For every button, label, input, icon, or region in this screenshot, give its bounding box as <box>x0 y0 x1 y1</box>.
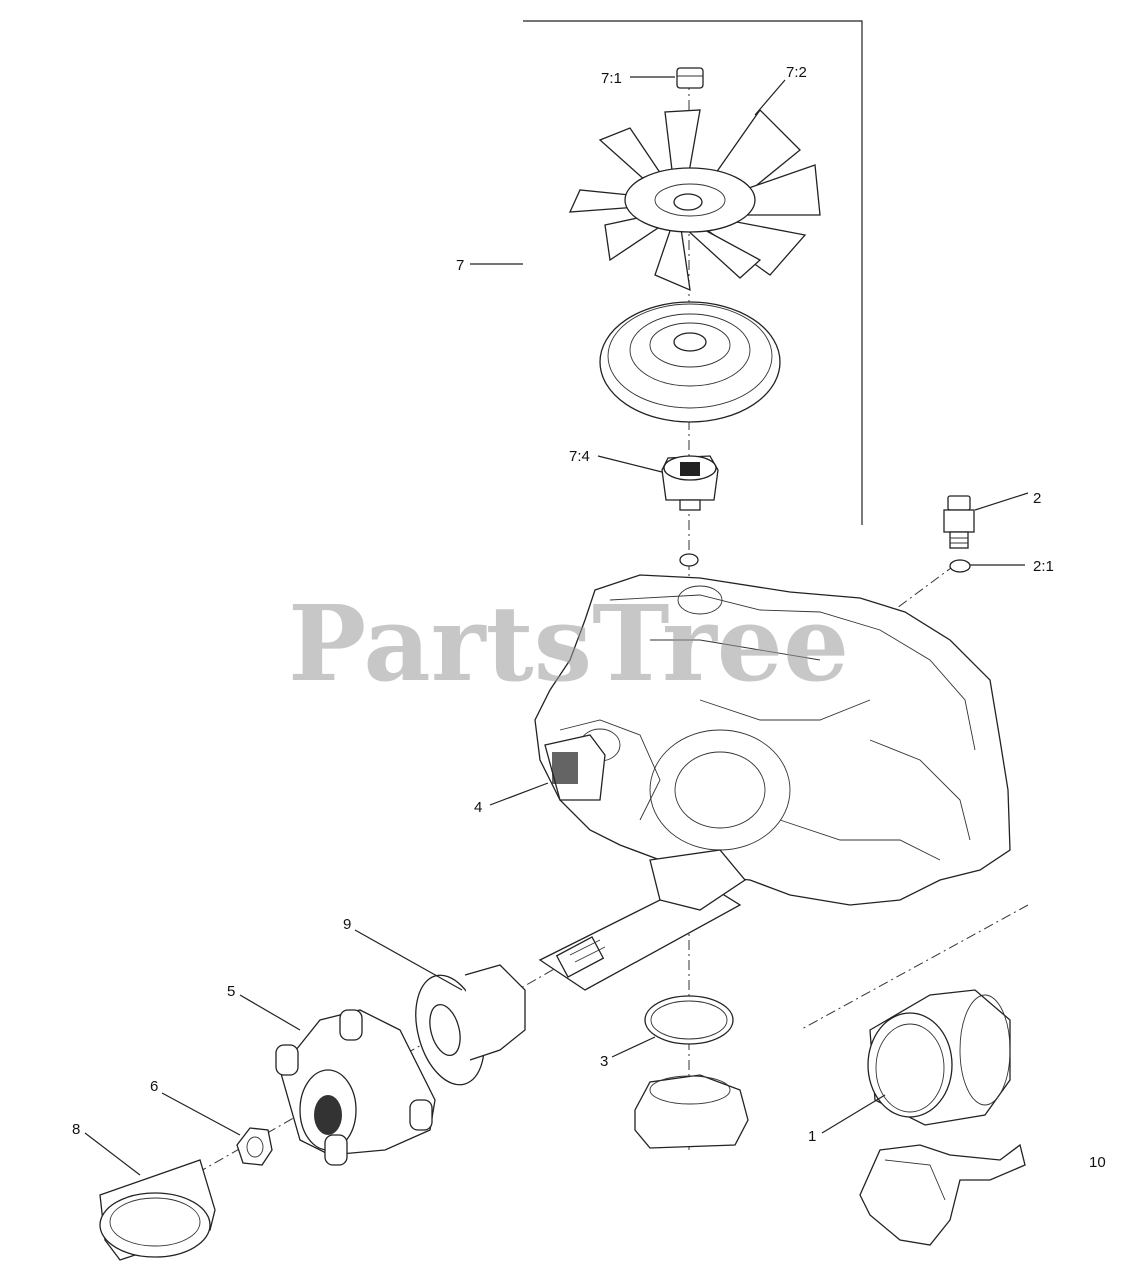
leader-3 <box>611 1036 656 1058</box>
o-ring-3[interactable] <box>644 995 734 1045</box>
oil-filter-1[interactable] <box>867 989 1011 1126</box>
leader-8 <box>84 1132 141 1176</box>
leader-4 <box>489 782 549 806</box>
callout-2-1: 2:1 <box>1033 558 1054 575</box>
callout-4: 4 <box>474 799 482 816</box>
assembly-bracket-7 <box>523 20 863 525</box>
washer[interactable] <box>679 553 699 567</box>
plate-9[interactable] <box>405 964 526 1092</box>
callout-3: 3 <box>600 1053 608 1070</box>
callout-1: 1 <box>808 1128 816 1145</box>
fitting-2[interactable] <box>943 495 975 549</box>
callout-7-1: 7:1 <box>601 70 622 87</box>
callout-7-2: 7:2 <box>786 64 807 81</box>
cover[interactable] <box>634 1074 749 1149</box>
callout-5: 5 <box>227 983 235 1000</box>
callout-6: 6 <box>150 1078 158 1095</box>
callout-7: 7 <box>456 257 464 274</box>
callout-2: 2 <box>1033 490 1041 507</box>
watermark: PartsTree <box>288 582 849 705</box>
lug-nut-6[interactable] <box>236 1127 273 1166</box>
callout-9: 9 <box>343 916 351 933</box>
callout-7-4: 7:4 <box>569 448 590 465</box>
callout-8: 8 <box>72 1121 80 1138</box>
leader-6 <box>161 1092 241 1136</box>
o-ring-2-1[interactable] <box>949 559 971 573</box>
leader-7-2 <box>754 79 786 116</box>
cap-8[interactable] <box>99 1159 216 1261</box>
wheel-hub-5[interactable] <box>275 1009 436 1166</box>
centerline-filter <box>799 904 1029 1031</box>
callout-10: 10 <box>1089 1154 1106 1171</box>
fan-hub-7-4[interactable] <box>661 455 719 511</box>
filter-bracket-10[interactable] <box>859 1143 1026 1246</box>
leader-2 <box>974 492 1029 511</box>
component-4[interactable] <box>544 734 606 801</box>
leader-7-4 <box>597 455 663 473</box>
leader-1 <box>821 1094 886 1134</box>
leader-9 <box>354 929 463 991</box>
cooling-fan-7-2[interactable] <box>568 108 821 292</box>
leader-5 <box>239 994 301 1031</box>
hex-nut-7-1[interactable] <box>676 67 704 89</box>
axle[interactable] <box>538 849 746 991</box>
pulley[interactable] <box>599 301 781 423</box>
